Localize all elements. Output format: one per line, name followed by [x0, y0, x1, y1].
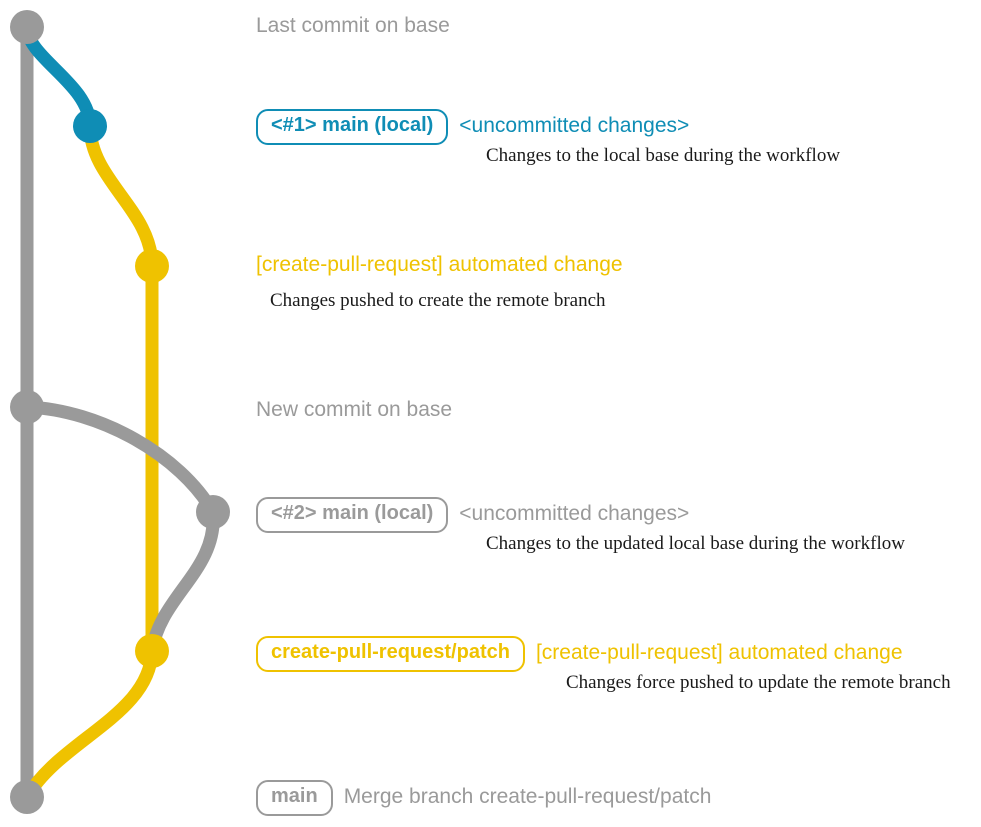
commit-row-merge: main Merge branch create-pull-request/pa… — [256, 780, 711, 816]
commit-subject-local-1: <uncommitted changes> — [459, 114, 690, 138]
commit-row-local-2: <#2> main (local) <uncommitted changes> — [256, 497, 689, 533]
commit-note-local-1: Changes to the local base during the wor… — [486, 145, 841, 166]
commit-node-base-new[interactable] — [10, 390, 44, 424]
commit-node-patch-1[interactable] — [135, 249, 169, 283]
edge-basenew-to-local2 — [20, 400, 220, 519]
spacer — [525, 653, 536, 654]
edge-base-to-local1 — [20, 20, 97, 133]
branch-chip-create-pull-request-patch[interactable]: create-pull-request/patch — [256, 636, 525, 672]
commit-node-patch-2[interactable] — [135, 634, 169, 668]
commit-subject-local-2: <uncommitted changes> — [459, 502, 690, 526]
commit-note-local-2: Changes to the updated local base during… — [486, 533, 905, 554]
commit-node-local-1[interactable] — [73, 109, 107, 143]
commit-subject-patch-2: [create-pull-request] automated change — [535, 641, 903, 665]
edge-local1-to-patch1 — [83, 119, 159, 273]
spacer — [448, 126, 459, 127]
commit-note-patch-2: Changes force pushed to update the remot… — [566, 672, 951, 693]
branch-chip-main-local-1[interactable]: <#1> main (local) — [256, 109, 449, 145]
spacer — [333, 797, 344, 798]
edge-patch2-to-merge — [20, 644, 159, 804]
branch-chip-main-local-2[interactable]: <#2> main (local) — [256, 497, 449, 533]
commit-node-merge[interactable] — [10, 780, 44, 814]
commit-node-local-2[interactable] — [196, 495, 230, 529]
commit-row-patch-2: create-pull-request/patch [create-pull-r… — [256, 636, 903, 672]
edge-local2-to-patch2 — [145, 505, 220, 658]
commit-row-local-1: <#1> main (local) <uncommitted changes> — [256, 109, 689, 145]
commit-note-patch-1: Changes pushed to create the remote bran… — [270, 290, 606, 311]
spacer — [448, 514, 459, 515]
commit-subject-patch-1: [create-pull-request] automated change — [256, 253, 623, 276]
commit-subject-base-new: New commit on base — [256, 398, 453, 421]
commit-subject-merge: Merge branch create-pull-request/patch — [343, 785, 712, 809]
commit-subject-base-head: Last commit on base — [256, 14, 450, 37]
commit-node-base-head[interactable] — [10, 10, 44, 44]
branch-chip-main[interactable]: main — [256, 780, 333, 816]
